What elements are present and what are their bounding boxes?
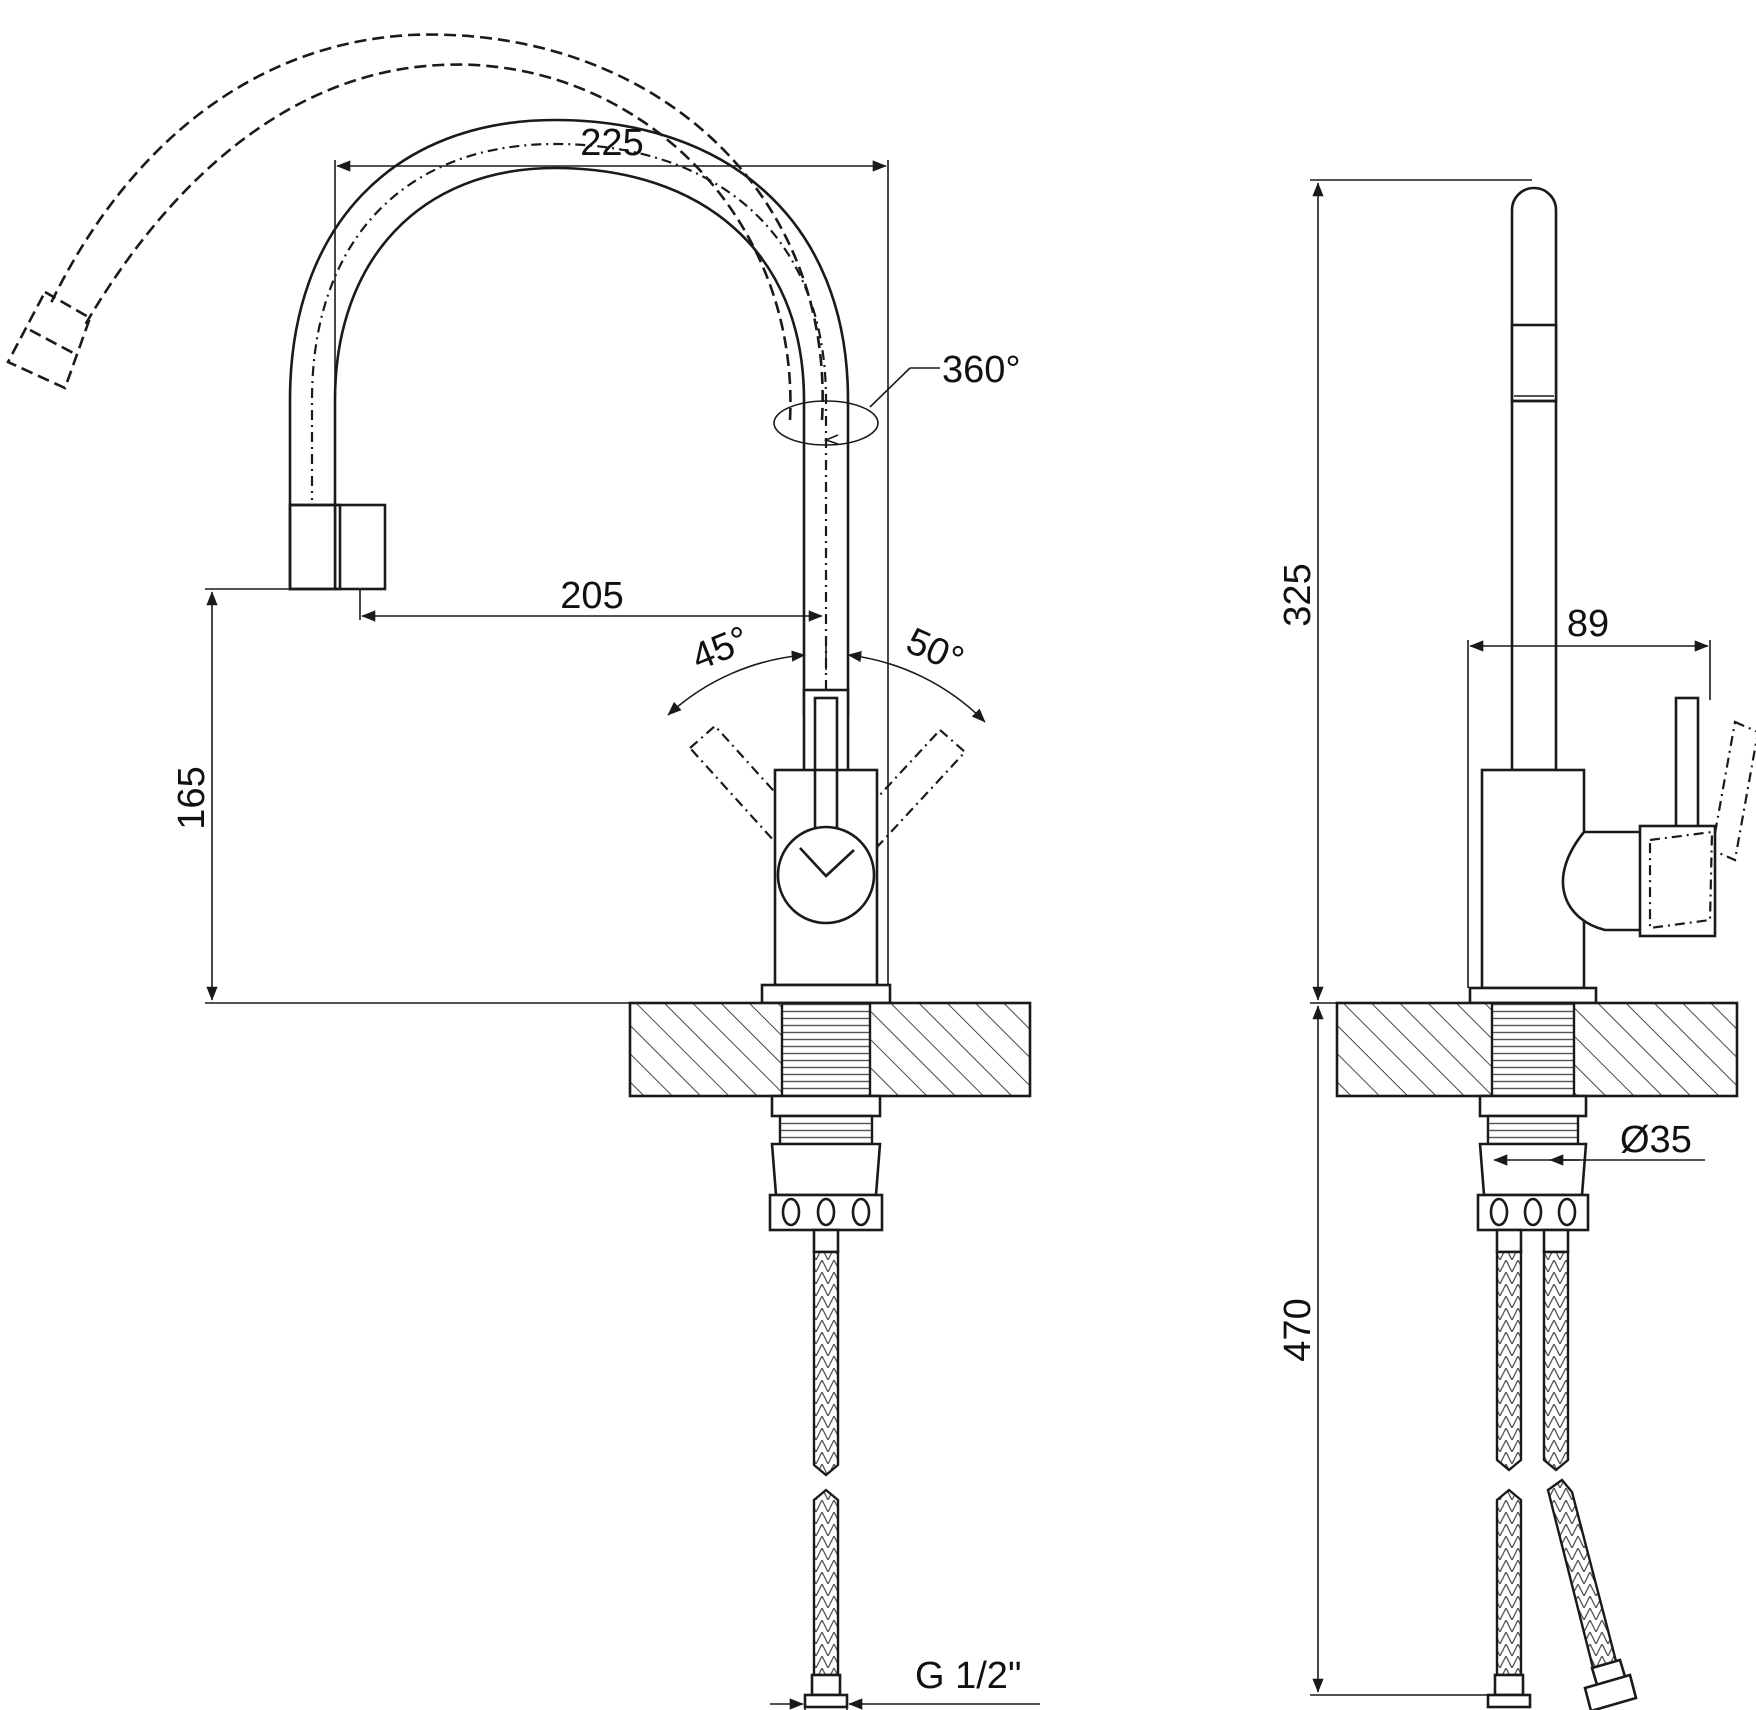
front-dimensions: 225 360° 205 45° 50° 165 G 1/2" <box>171 122 1040 1710</box>
side-dimensions: 325 89 Ø35 470 <box>1277 179 1711 1696</box>
dim-205-label: 205 <box>560 575 623 617</box>
side-view <box>1335 186 1756 1710</box>
dim-50-label: 50° <box>900 620 970 682</box>
dim-45-label: 45° <box>686 619 755 679</box>
dim-89-label: 89 <box>1567 603 1609 645</box>
dim-470-label: 470 <box>1277 1298 1319 1361</box>
dim-d35-label: Ø35 <box>1620 1119 1692 1161</box>
base-plate <box>760 983 892 1005</box>
hose-upper <box>812 1250 840 1477</box>
side-lever <box>1674 696 1700 835</box>
front-view <box>6 33 1032 1709</box>
mount-thread <box>780 1001 872 1098</box>
spout-tip-dashed <box>6 290 92 390</box>
swivel-indicator <box>773 400 879 446</box>
side-aerator <box>1510 323 1558 403</box>
handle-lever <box>813 696 839 780</box>
side-spout <box>1510 186 1558 772</box>
side-handle-block <box>1638 824 1717 938</box>
dim-arc-50 <box>847 650 986 723</box>
spout <box>288 118 879 715</box>
dim-225-label: 225 <box>580 122 643 164</box>
dim-g12-label: G 1/2" <box>915 1655 1021 1697</box>
spout-aerator <box>333 503 387 591</box>
side-handle-cap <box>1561 830 1650 932</box>
spout-swing-dashed <box>6 33 824 421</box>
dim-325-label: 325 <box>1277 563 1319 626</box>
hose-lower <box>812 1488 840 1677</box>
hose-nut <box>803 1693 849 1709</box>
dim-360-label: 360° <box>942 349 1021 391</box>
dim-arc-45 <box>667 650 806 716</box>
dim-165-label: 165 <box>171 766 213 829</box>
